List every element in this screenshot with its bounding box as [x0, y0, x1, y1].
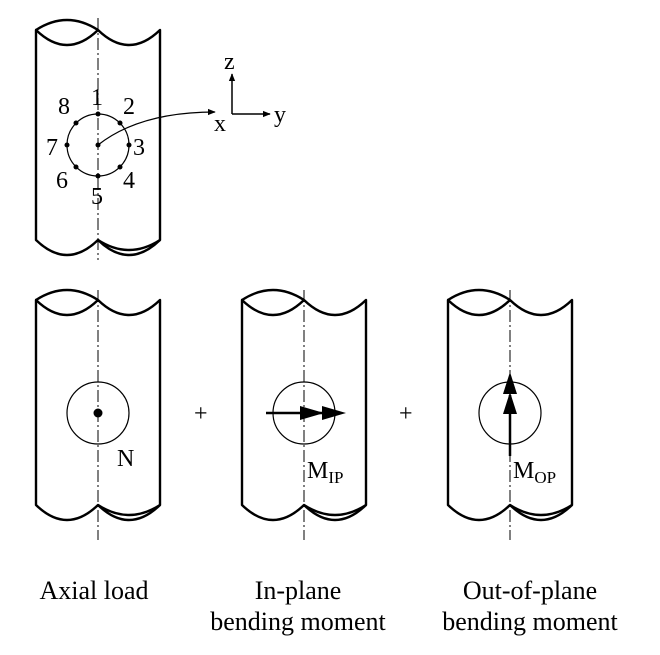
- point-dot-1: [95, 111, 101, 117]
- tube-top-rim: [35, 288, 99, 302]
- point-dot-6: [73, 164, 79, 170]
- double-arrow-icon: [266, 406, 346, 420]
- tube-top-rim: [35, 18, 99, 32]
- point-dot-3: [126, 142, 132, 148]
- x-axis-label: x: [214, 111, 226, 137]
- point-label-8: 8: [58, 94, 70, 120]
- out-of-plane-bending-tube: MOP: [446, 288, 574, 540]
- caption-in-plane-line2: bending moment: [210, 607, 386, 636]
- tube-top-rim: [241, 288, 305, 302]
- in-plane-moment-label: MIP: [307, 458, 343, 487]
- axial-force-dot: [93, 408, 103, 418]
- y-axis-label: y: [274, 102, 286, 128]
- out-of-plane-moment-label: MOP: [513, 458, 556, 487]
- plus-sign-1: +: [194, 401, 208, 427]
- axial-force-label: N: [117, 446, 134, 472]
- point-label-1: 1: [91, 85, 103, 111]
- coordinate-axes: z x y: [214, 49, 286, 137]
- z-axis-label: z: [224, 49, 235, 75]
- point-label-5: 5: [91, 184, 103, 210]
- point-dot-2: [117, 120, 123, 126]
- caption-in-plane-line1: In-plane: [255, 576, 342, 605]
- tube-top-rim: [447, 288, 511, 302]
- leader-arrow: [97, 108, 216, 146]
- caption-out-of-plane-line2: bending moment: [442, 607, 618, 636]
- point-dot-8: [73, 120, 79, 126]
- caption-axial-load: Axial load: [39, 576, 148, 605]
- point-dot-5: [95, 173, 101, 179]
- plus-sign-2: +: [399, 401, 413, 427]
- axial-load-tube: N: [34, 288, 162, 540]
- load-circle: [66, 381, 130, 445]
- double-arrow-up-icon: [503, 372, 517, 456]
- tube-bottom-rim: [303, 503, 367, 517]
- caption-out-of-plane-line1: Out-of-plane: [463, 576, 597, 605]
- point-label-3: 3: [133, 135, 145, 161]
- point-dot-4: [117, 164, 123, 170]
- point-label-6: 6: [56, 168, 68, 194]
- point-label-7: 7: [46, 135, 58, 161]
- reference-tube: 1 2 3 4 5 6 7 8: [34, 18, 216, 260]
- point-dot-7: [64, 142, 70, 148]
- point-label-2: 2: [123, 94, 135, 120]
- point-label-4: 4: [123, 168, 135, 194]
- in-plane-bending-tube: MIP: [240, 288, 368, 540]
- tube-bottom-rim: [97, 238, 161, 252]
- tube-bottom-rim: [97, 503, 161, 517]
- tube-bottom-rim: [509, 503, 573, 517]
